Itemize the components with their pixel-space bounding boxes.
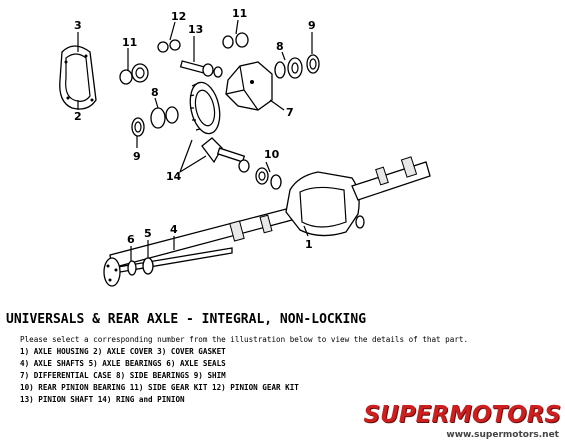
callout-14[interactable]: 14	[166, 170, 182, 183]
callout-labels: 3 2 11 12 13 11 9 8 7 8 9 14 10 1 4 5 6	[74, 7, 316, 251]
supermotors-logo: SUPERMOTORS	[363, 402, 561, 428]
callout-12[interactable]: 12	[171, 10, 186, 23]
differential-case[interactable]	[225, 61, 273, 111]
callout-10[interactable]: 10	[264, 148, 280, 161]
axle-shaft[interactable]	[103, 247, 233, 287]
callout-13[interactable]: 13	[188, 23, 203, 36]
pinion-gear[interactable]	[201, 137, 250, 173]
site-url: www.supermotors.net	[446, 430, 559, 440]
axle-seal[interactable]	[127, 260, 137, 276]
callout-4[interactable]: 4	[170, 223, 178, 236]
rear-pinion-bearing[interactable]	[255, 167, 282, 190]
axle-cover-part[interactable]	[59, 45, 97, 110]
parts-list-line-3[interactable]: 7) DIFFERENTIAL CASE 8) SIDE BEARINGS 9)…	[20, 371, 226, 380]
parts-list-line-5[interactable]: 13) PINION SHAFT 14) RING and PINION	[20, 395, 185, 404]
callout-9-left[interactable]: 9	[133, 150, 141, 163]
callout-7[interactable]: 7	[286, 106, 294, 119]
page-title: UNIVERSALS & REAR AXLE - INTEGRAL, NON-L…	[6, 312, 367, 327]
instructions-text: Please select a corresponding number fro…	[20, 335, 469, 344]
axle-housing[interactable]	[109, 156, 431, 269]
callout-11-left[interactable]: 11	[122, 36, 137, 49]
callout-6[interactable]: 6	[127, 233, 135, 246]
side-gear-kit-right[interactable]	[222, 32, 249, 49]
parts-list-line-4[interactable]: 10) REAR PINION BEARING 11) SIDE GEAR KI…	[20, 383, 299, 392]
pinion-shaft[interactable]	[179, 60, 207, 74]
callout-5[interactable]: 5	[144, 227, 152, 240]
side-bearings-left[interactable]	[150, 106, 179, 129]
side-bearings-right[interactable]	[274, 57, 303, 79]
callout-8-right[interactable]: 8	[276, 40, 284, 53]
callout-1[interactable]: 1	[305, 238, 313, 251]
callout-3[interactable]: 3	[74, 19, 82, 32]
callout-2[interactable]: 2	[74, 110, 82, 123]
callout-9-right[interactable]: 9	[308, 19, 316, 32]
exploded-axle-diagram: 3 2 11 12 13 11 9 8 7 8 9 14 10 1 4 5 6	[59, 7, 431, 287]
small-shims[interactable]	[202, 63, 223, 78]
shim-left[interactable]	[131, 117, 145, 137]
side-gear-kit-left[interactable]	[119, 63, 149, 85]
parts-list-line-2[interactable]: 4) AXLE SHAFTS 5) AXLE BEARINGS 6) AXLE …	[20, 359, 226, 368]
parts-list-line-1[interactable]: 1) AXLE HOUSING 2) AXLE COVER 3) COVER G…	[20, 347, 226, 356]
pinion-gear-kit[interactable]	[157, 39, 181, 53]
axle-bearing[interactable]	[142, 257, 154, 275]
leader-lines	[77, 19, 313, 261]
callout-11-right[interactable]: 11	[232, 7, 247, 20]
ring-gear[interactable]	[186, 80, 224, 137]
shim-right[interactable]	[306, 54, 320, 74]
callout-8-left[interactable]: 8	[151, 86, 159, 99]
